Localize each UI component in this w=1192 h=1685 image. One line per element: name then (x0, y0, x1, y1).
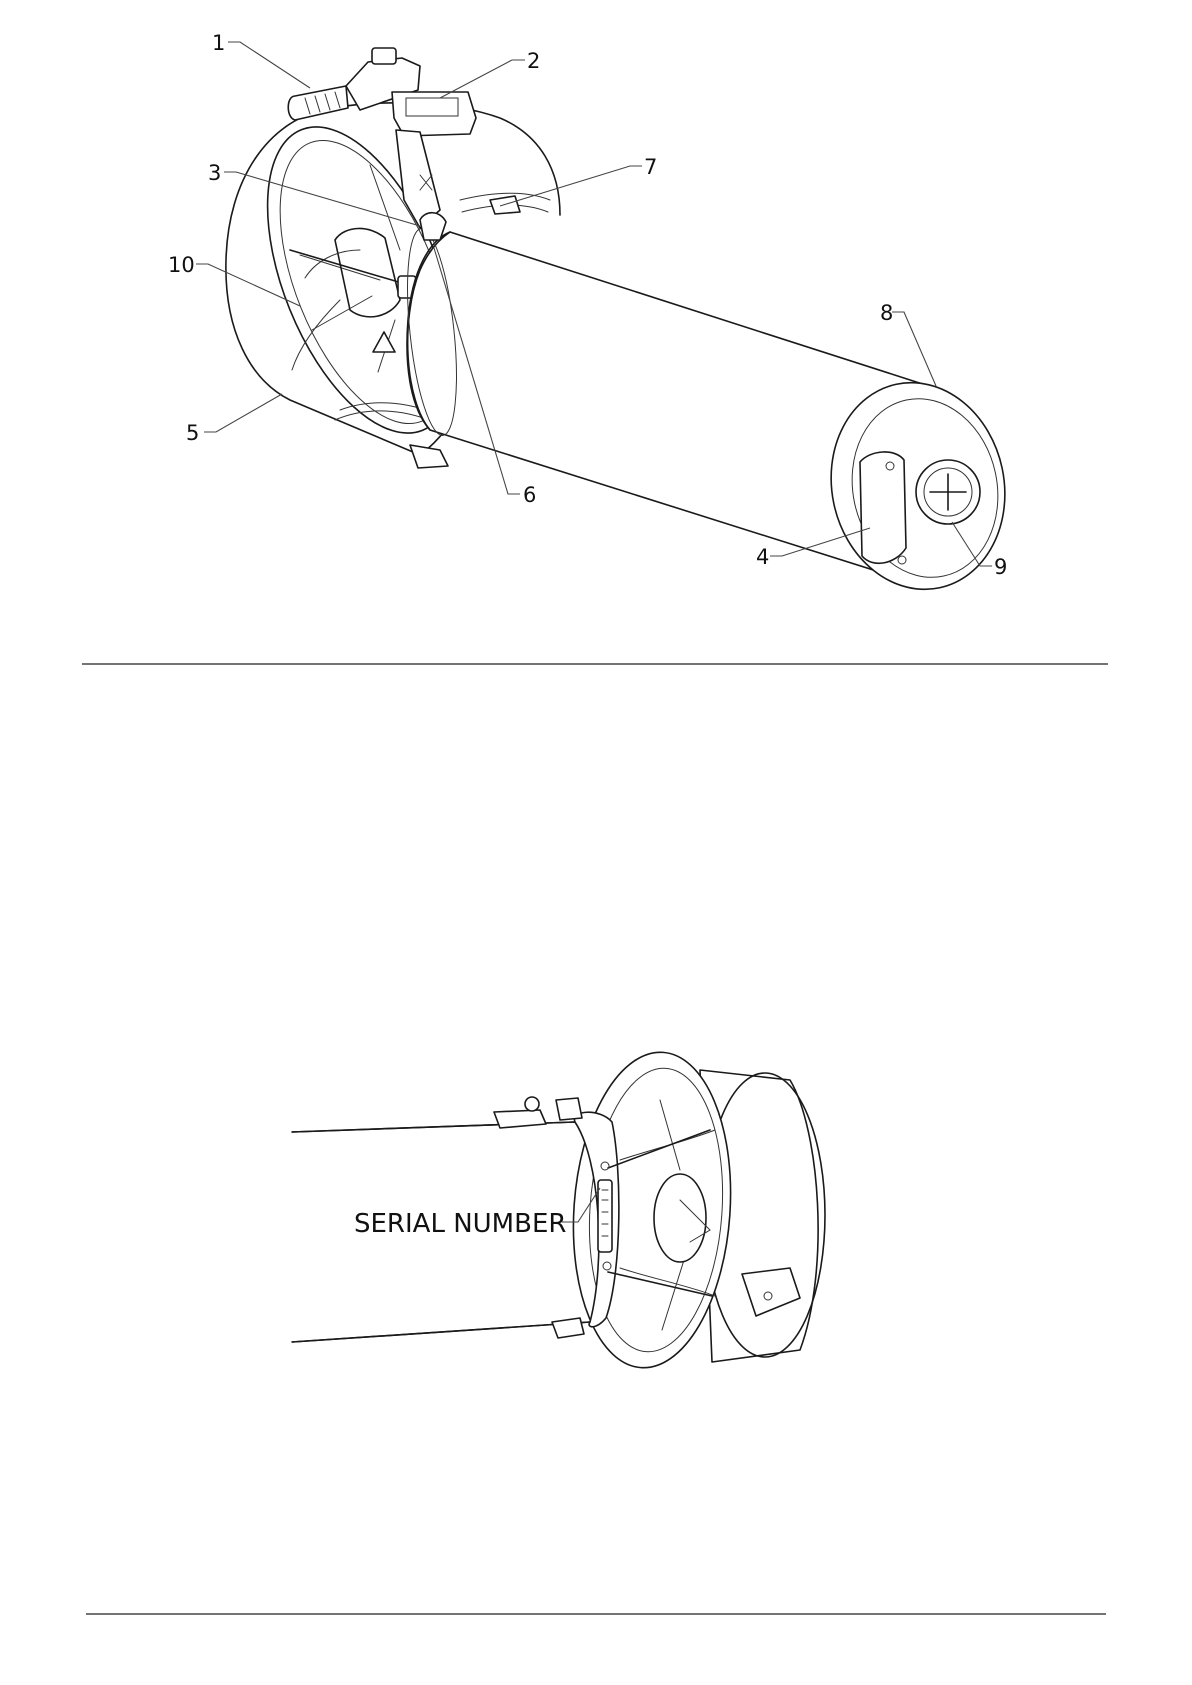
leader-7 (500, 166, 642, 206)
callout-3: 3 (208, 161, 221, 185)
leader-8 (892, 312, 936, 386)
serial-number-plate (598, 1180, 612, 1252)
leader-1 (228, 42, 310, 88)
top-fitting-left (494, 1110, 546, 1128)
callout-7: 7 (644, 155, 657, 179)
callout-4: 4 (756, 545, 769, 569)
trigger-knob (372, 48, 396, 64)
scooter-drawing-top (226, 48, 1024, 606)
shroud-vane-1 (300, 255, 380, 280)
leader-3 (224, 172, 420, 226)
serial-number-label: SERIAL NUMBER (354, 1209, 566, 1239)
top-fitting-knob (525, 1097, 539, 1111)
handle-grip (288, 86, 348, 120)
bottom-bracket (410, 445, 448, 468)
rear-latch (860, 452, 906, 563)
callout-9: 9 (994, 555, 1007, 579)
warning-triangle (373, 332, 395, 352)
leader-10 (196, 264, 300, 306)
callout-5: 5 (186, 421, 199, 445)
callout-2: 2 (527, 49, 540, 73)
callout-1: 1 (212, 31, 225, 55)
callout-8: 8 (880, 301, 893, 325)
support-strut (290, 250, 412, 286)
callout-6: 6 (523, 483, 536, 507)
top-latch (420, 213, 446, 240)
bottom-fin (552, 1318, 584, 1338)
shroud-vane-2 (312, 296, 372, 330)
callout-10: 10 (168, 253, 195, 277)
top-fitting-right (556, 1098, 582, 1120)
leader-5 (204, 394, 282, 432)
switch-box (392, 92, 476, 136)
